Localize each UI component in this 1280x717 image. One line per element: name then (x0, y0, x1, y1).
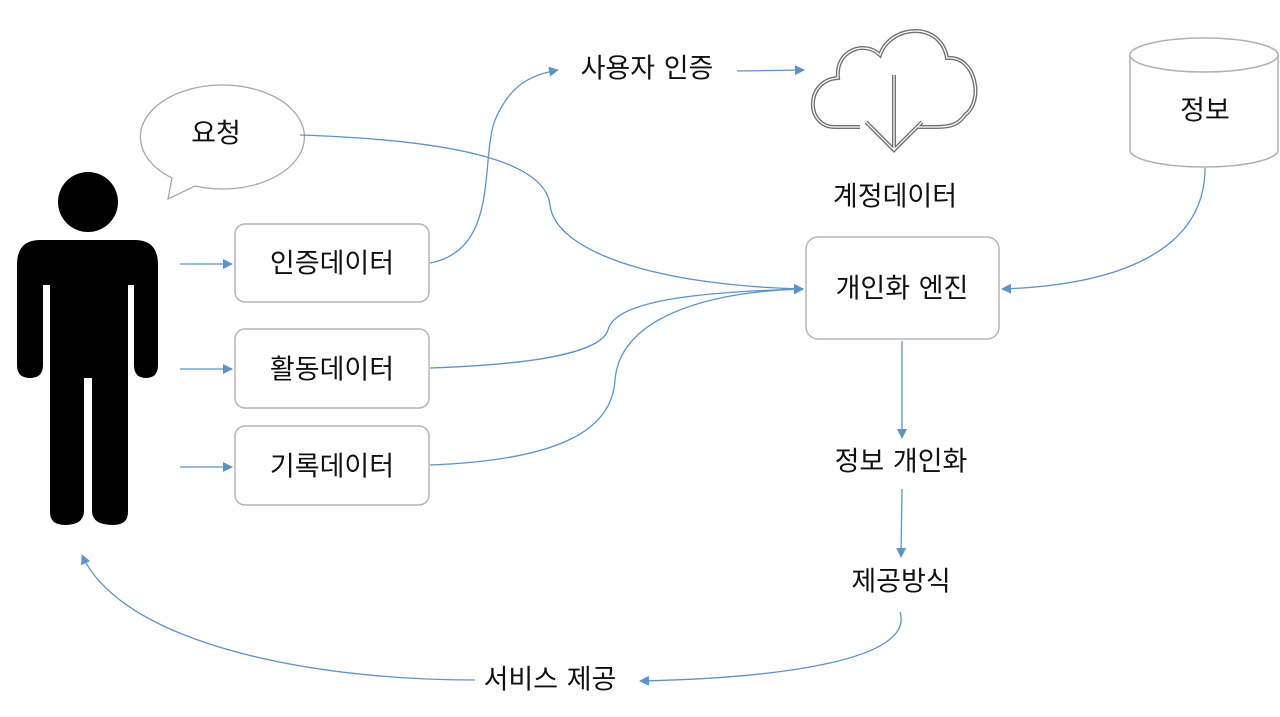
record-data-box: 기록데이터 (234, 425, 430, 506)
arrow-request-to-engine (299, 134, 804, 294)
arrow-service-to-user (81, 554, 476, 681)
database-cylinder-icon: 정보 (1129, 37, 1279, 168)
account-data-label: 계정데이터 (833, 182, 957, 213)
engine-label: 개인화 엔진 (836, 274, 969, 305)
request-bubble: 요청 (139, 84, 306, 201)
info-db-label: 정보 (1180, 96, 1230, 127)
person-icon (17, 172, 158, 525)
auth-data-label: 인증데이터 (270, 249, 394, 280)
activity-data-label: 활동데이터 (270, 355, 394, 386)
activity-data-box: 활동데이터 (234, 328, 430, 409)
delivery-method-label: 제공방식 (851, 567, 950, 598)
service-delivery-label: 서비스 제공 (484, 665, 617, 696)
request-label: 요청 (191, 119, 241, 150)
user-auth-label: 사용자 인증 (581, 54, 714, 85)
auth-data-box: 인증데이터 (234, 223, 430, 303)
arrow-db-to-engine (1001, 167, 1206, 294)
arrow-user-auth-to-cloud (736, 65, 805, 76)
arrow-auth-to-user-auth (429, 66, 559, 264)
arrow-activity-to-engine (429, 284, 804, 369)
arrow-record-to-engine (429, 284, 804, 466)
engine-box: 개인화 엔진 (805, 236, 1000, 340)
arrow-delivery-to-service (639, 611, 902, 686)
info-personalization-label: 정보 개인화 (835, 447, 968, 478)
record-data-label: 기록데이터 (270, 452, 394, 483)
arrow-personalization-to-delivery (896, 488, 907, 558)
